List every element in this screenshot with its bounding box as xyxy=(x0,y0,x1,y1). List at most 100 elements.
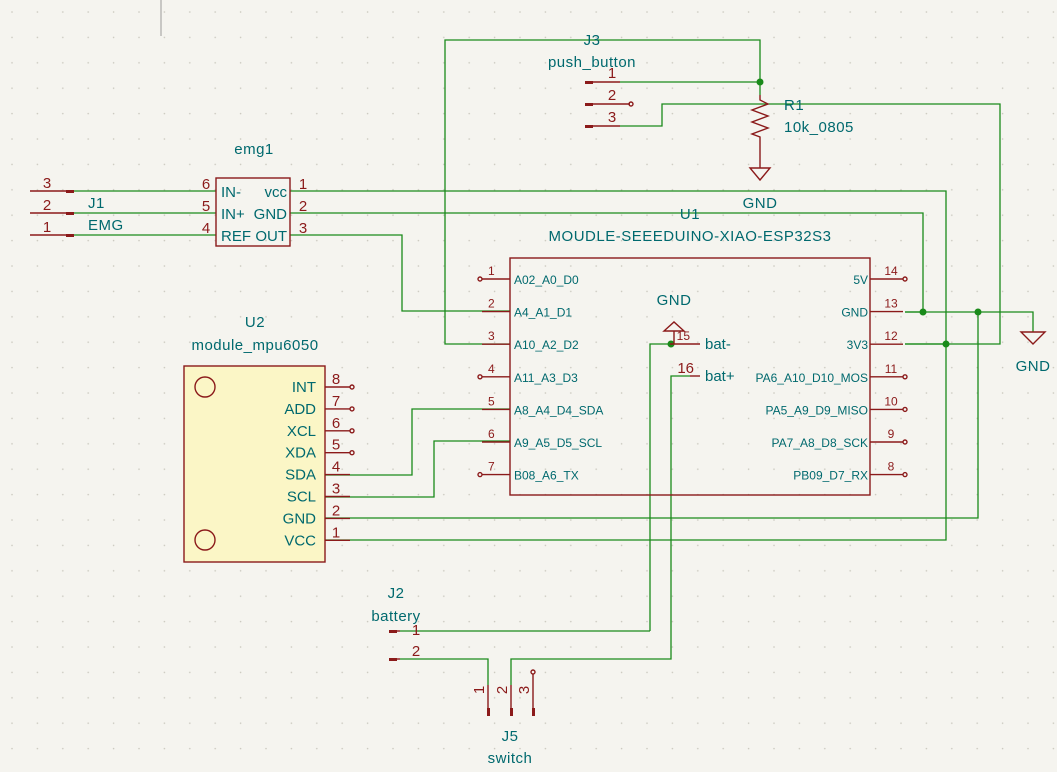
svg-text:3: 3 xyxy=(43,175,51,192)
wire-j3-pin3-to-3v3 xyxy=(620,103,1001,345)
u1-pin-number: 14 xyxy=(884,264,898,278)
u1-pin-number: 10 xyxy=(884,394,898,408)
svg-text:2: 2 xyxy=(412,643,420,660)
j1-ref: J1 xyxy=(88,195,105,212)
emg1-pin-name: GND xyxy=(254,206,288,223)
unconnected-pin-marker xyxy=(902,471,908,478)
u2-mpu6050-module[interactable]: U2 module_mpu6050 8 INT 7 ADD 6 XCL 5 XDA 4 SDA 3S… xyxy=(183,314,355,563)
svg-text:1: 1 xyxy=(43,219,51,236)
wire-sda xyxy=(325,408,510,476)
u1-pin-name: A8_A4_D4_SDA xyxy=(514,403,603,417)
u2-value: module_mpu6050 xyxy=(191,337,318,354)
wire-gnd-to-u2-gnd xyxy=(325,312,979,519)
gnd-power-symbol: GND xyxy=(1016,331,1051,375)
gnd-label: GND xyxy=(1016,358,1051,375)
wire-bat-minus xyxy=(649,343,670,631)
u1-value: MOUDLE-SEEEDUINO-XIAO-ESP32S3 xyxy=(549,228,832,245)
j2-ref: J2 xyxy=(388,585,405,602)
j3-pin-label: 2 xyxy=(608,87,616,104)
u2-ref: U2 xyxy=(245,314,265,331)
svg-text:3: 3 xyxy=(516,686,533,694)
u1-pin-number: 9 xyxy=(888,427,895,441)
r1-ref: R1 xyxy=(784,97,804,114)
u2-pin-name: XDA xyxy=(285,445,316,462)
u2-pin-name: GND xyxy=(283,510,317,527)
mounting-hole-icon xyxy=(194,376,216,398)
j5-switch-connector[interactable]: 1 2 3 J5 switch xyxy=(471,669,536,767)
j1-value: EMG xyxy=(88,217,124,234)
emg1-ref: emg1 xyxy=(234,141,274,158)
svg-text:2: 2 xyxy=(494,686,511,694)
u1-pin-name: A11_A3_D3 xyxy=(514,371,578,385)
u2-pin-number: 5 xyxy=(332,437,340,454)
j1-connector[interactable]: 3 2 1 J1 EMG xyxy=(30,175,124,237)
u1-pin-name: A4_A1_D1 xyxy=(514,306,572,320)
j2-battery-connector[interactable]: J2 battery 1 2 xyxy=(371,585,420,661)
u1-pin-number: 4 xyxy=(488,362,495,376)
u2-pin-name: SCL xyxy=(287,489,316,506)
u2-pin-name: XCL xyxy=(287,423,316,440)
j3-connector[interactable]: J3 push_button 1 2 3 xyxy=(548,32,636,128)
unconnected-pin-marker xyxy=(477,374,483,380)
emg1-pin-name: OUT xyxy=(255,228,287,245)
u2-pin-number: 3 xyxy=(332,481,340,498)
u1-pin-name: A02_A0_D0 xyxy=(514,273,579,287)
u2-pin-name: SDA xyxy=(285,467,316,484)
wire-j3-pin1-to-u1-pin3 xyxy=(444,39,761,345)
emg1-pin-name: REF xyxy=(221,228,251,245)
gnd-label: GND xyxy=(657,292,692,309)
u1-pin-number: 11 xyxy=(885,362,898,376)
u2-pin-number: 2 xyxy=(332,502,340,519)
junction-dot xyxy=(974,308,982,316)
u1-bat-minus-label: bat- xyxy=(705,336,731,353)
wire-gnd-rail xyxy=(905,311,1034,332)
u2-pin-number: 6 xyxy=(332,415,340,432)
j2-value: battery xyxy=(371,608,420,625)
emg1-module[interactable]: emg1 IN- IN+ REF vcc GND OUT 6 5 4 1 2 3 xyxy=(202,141,307,247)
u2-pin-number: 8 xyxy=(332,371,340,388)
u2-pin-name: INT xyxy=(292,379,316,396)
u1-pin-number: 8 xyxy=(888,460,895,474)
unconnected-pin-marker xyxy=(349,428,355,434)
svg-text:1: 1 xyxy=(412,622,420,639)
r1-resistor[interactable]: R1 10k_0805 GND xyxy=(743,95,854,212)
svg-text:6: 6 xyxy=(202,176,210,193)
wire-j5-pin2-to-bat-plus xyxy=(510,375,690,685)
wire-emg-vcc-to-u2-vcc xyxy=(290,190,947,541)
u1-pin-name: PA6_A10_D10_MOS xyxy=(755,371,868,385)
u2-pin-number: 4 xyxy=(332,459,340,476)
svg-text:2: 2 xyxy=(43,197,51,214)
u1-pin-number: 2 xyxy=(488,297,495,311)
mounting-hole-icon xyxy=(194,529,216,551)
u1-xiao-module[interactable]: U1 MOUDLE-SEEEDUINO-XIAO-ESP32S3 1A02_A0… xyxy=(477,206,908,496)
u1-right-pins: 145V13GND123V311PA6_A10_D10_MOS10PA5_A9_… xyxy=(755,264,908,483)
unconnected-pin-marker xyxy=(349,450,355,456)
wires xyxy=(72,39,1034,685)
u1-pin-number: 1 xyxy=(488,264,495,278)
j5-ref: J5 xyxy=(502,728,519,745)
junction-dot xyxy=(919,308,927,316)
u2-pin-number: 7 xyxy=(332,393,340,410)
svg-text:1: 1 xyxy=(471,686,488,694)
j3-ref: J3 xyxy=(584,32,601,49)
junction-dot xyxy=(942,340,950,348)
u1-pin-name: PB09_D7_RX xyxy=(793,469,868,483)
u1-pin-number: 5 xyxy=(488,394,495,408)
u1-pin-name: 3V3 xyxy=(847,338,869,352)
emg1-pin-name: IN- xyxy=(221,184,241,201)
wire-scl xyxy=(325,440,510,498)
svg-text:3: 3 xyxy=(299,220,307,237)
u1-ref: U1 xyxy=(680,206,700,223)
emg1-pin-name: vcc xyxy=(265,184,288,201)
wire-j2-pin2-to-j5-pin1 xyxy=(400,658,489,685)
u2-pin-name: ADD xyxy=(284,401,316,418)
u1-pin-name: A9_A5_D5_SCL xyxy=(514,436,602,450)
u1-pin-name: B08_A6_TX xyxy=(514,469,579,483)
u2-body xyxy=(183,365,326,563)
u1-pin-number: 7 xyxy=(488,460,495,474)
u1-pin-name: A10_A2_D2 xyxy=(514,338,579,352)
